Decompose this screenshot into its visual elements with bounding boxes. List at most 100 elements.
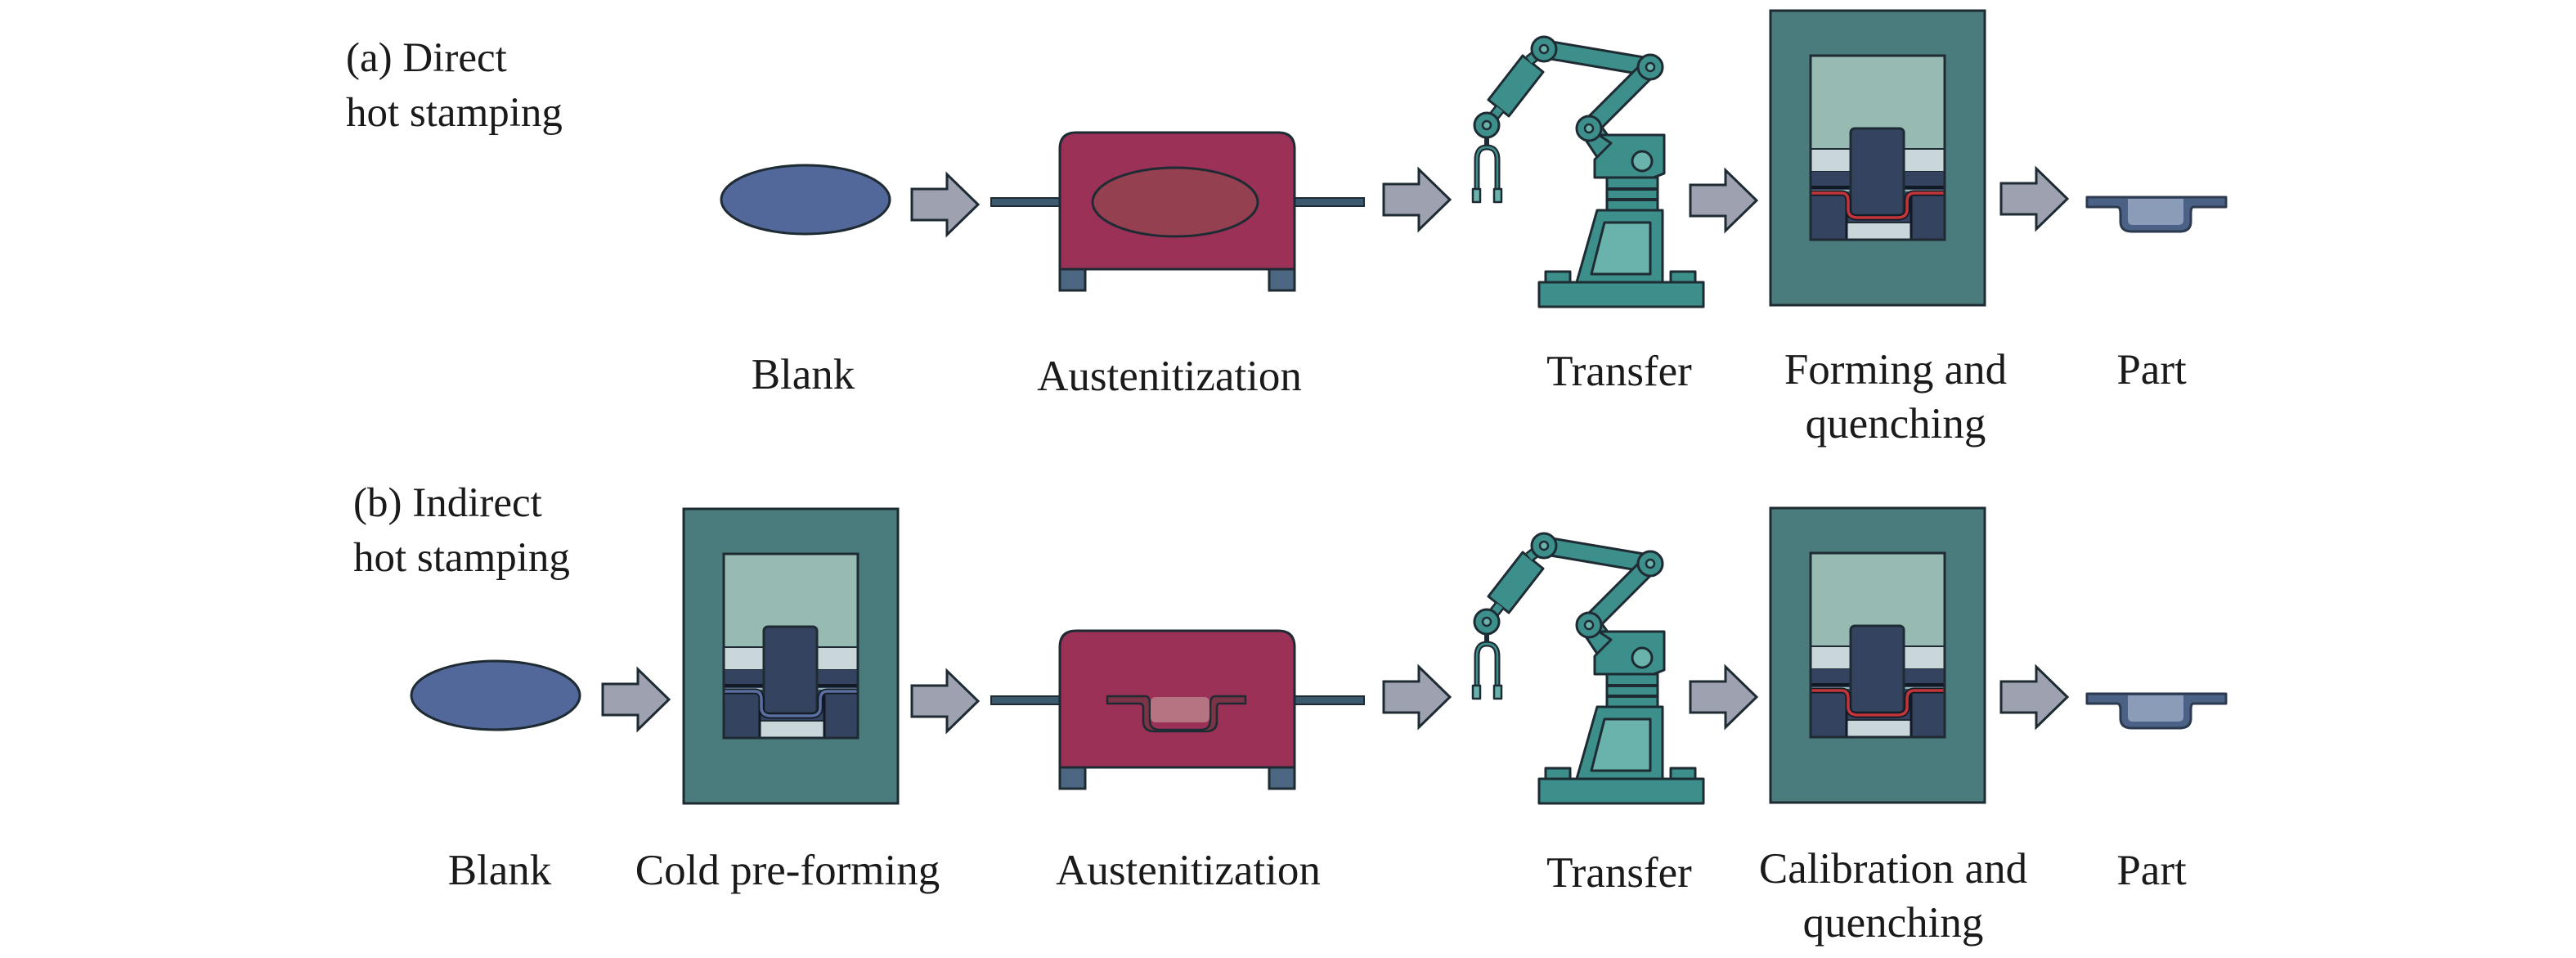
label-forming-and: Forming and <box>1784 346 2007 394</box>
robot-gripper-tip-left <box>1471 187 1482 204</box>
robot-gripper-tip-left <box>1471 684 1482 700</box>
label-part: Part <box>2116 847 2187 894</box>
robot-gripper-jaws <box>1474 641 1501 691</box>
row-title-indirect-line2: hot stamping <box>353 535 570 581</box>
robot-link-middle <box>1583 558 1656 631</box>
label-blank: Blank <box>448 847 552 894</box>
press-punch <box>1849 624 1905 714</box>
arrow-shape <box>910 668 981 735</box>
arrow-icon <box>1689 663 1759 731</box>
blank-ellipse <box>720 164 891 236</box>
arrow-icon <box>601 666 671 733</box>
press-window-border <box>1809 551 1946 739</box>
robot-joint-pin <box>1538 43 1550 55</box>
robot-base-plate <box>1537 777 1705 805</box>
label-austenitization: Austenitization <box>1037 353 1302 400</box>
row-direct-graphics <box>720 9 2228 308</box>
press-die-icon <box>1769 506 1986 804</box>
part-cavity <box>1151 697 1209 722</box>
press-window-border <box>1809 54 1946 241</box>
press-ejector <box>759 720 825 739</box>
arrow-icon <box>1382 166 1452 233</box>
label-calibration-and: Calibration and <box>1759 845 2027 893</box>
robot-base-plate <box>1537 281 1705 308</box>
row-indirect-graphics <box>410 506 2228 805</box>
row-title-direct-line2: hot stamping <box>346 90 563 136</box>
robot-head-light <box>1631 150 1654 173</box>
robot-column <box>1605 176 1659 212</box>
press-punch <box>762 625 819 715</box>
arrow-icon <box>1689 167 1759 234</box>
robot-joint-pin <box>1481 616 1492 627</box>
robot-pedestal-window <box>1590 221 1652 276</box>
robot-gripper-jaws-inner <box>1475 146 1499 195</box>
robot-forearm <box>1487 54 1545 118</box>
arrow-icon <box>1999 663 2070 731</box>
furnace-foot-right <box>1268 763 1296 790</box>
finished-part-icon <box>2085 196 2228 233</box>
furnace-icon <box>990 131 1365 292</box>
heated-blank <box>1091 166 1259 238</box>
row-direct: (a) Direct hot stamping Blank Austenitiz… <box>346 9 2228 448</box>
press-window-border <box>722 552 859 740</box>
furnace-icon <box>990 629 1365 790</box>
robot-link-upper <box>1542 42 1652 74</box>
label-part: Part <box>2116 346 2187 394</box>
arrow-shape <box>1689 167 1759 234</box>
label-calibration-quenching: quenching <box>1803 899 1984 947</box>
press-hot-sheet <box>1811 689 1945 717</box>
robot-head-light <box>1631 646 1654 669</box>
press-ejector <box>1846 719 1912 738</box>
blank-sheet-icon <box>410 659 581 731</box>
arrow-shape <box>1382 166 1452 233</box>
robot-joint-pin <box>1645 61 1656 73</box>
label-transfer: Transfer <box>1546 849 1692 897</box>
robot-forearm <box>1487 551 1545 614</box>
press-cold-sheet <box>724 690 858 717</box>
arrow-icon <box>1999 165 2070 232</box>
robot-column <box>1605 672 1659 708</box>
finished-part-icon <box>2085 692 2228 730</box>
robot-link-middle <box>1583 61 1656 134</box>
part-cavity <box>2128 199 2183 225</box>
robot-link-upper <box>1542 538 1652 571</box>
arrow-shape <box>601 666 671 733</box>
arrow-icon <box>910 171 981 238</box>
arrow-shape <box>1689 663 1759 731</box>
robot-gripper-jaws <box>1474 144 1501 195</box>
arrow-icon <box>910 668 981 735</box>
arrow-shape <box>1999 663 2070 731</box>
press-hot-sheet <box>1811 191 1945 219</box>
row-title-indirect-line1: (b) Indirect <box>353 480 542 526</box>
blank-sheet-icon <box>720 164 891 236</box>
robot-joint-pin <box>1645 558 1656 569</box>
label-forming-quenching: quenching <box>1806 400 1986 448</box>
press-punch <box>1849 127 1905 217</box>
row-indirect: (b) Indirect hot stamping Blank Cold pre… <box>353 480 2228 947</box>
label-cold-pre-forming: Cold pre-forming <box>635 847 940 894</box>
press-die-icon <box>1769 9 1986 307</box>
robot-gripper-tip-right <box>1492 684 1503 700</box>
robot-arm-icon <box>1471 532 1705 805</box>
robot-joint-pin <box>1481 119 1492 131</box>
press-die-icon <box>682 507 900 805</box>
press-ejector <box>1846 222 1912 241</box>
robot-joint-pin <box>1583 123 1595 134</box>
arrow-shape <box>1382 663 1452 731</box>
blank-ellipse <box>410 659 581 731</box>
robot-pedestal-window <box>1590 717 1652 772</box>
robot-joint-pin <box>1538 540 1550 551</box>
arrow-shape <box>1999 165 2070 232</box>
heated-preformed-part <box>1106 695 1247 733</box>
part-shell <box>1106 695 1247 733</box>
arrow-shape <box>910 171 981 238</box>
robot-joint-pin <box>1583 619 1595 631</box>
part-cavity <box>2128 695 2183 722</box>
label-austenitization: Austenitization <box>1056 847 1321 894</box>
robot-gripper-tip-right <box>1492 187 1503 204</box>
arrow-icon <box>1382 663 1452 731</box>
furnace-foot-left <box>1058 763 1087 790</box>
label-blank: Blank <box>752 351 855 398</box>
robot-arm-icon <box>1471 35 1705 308</box>
